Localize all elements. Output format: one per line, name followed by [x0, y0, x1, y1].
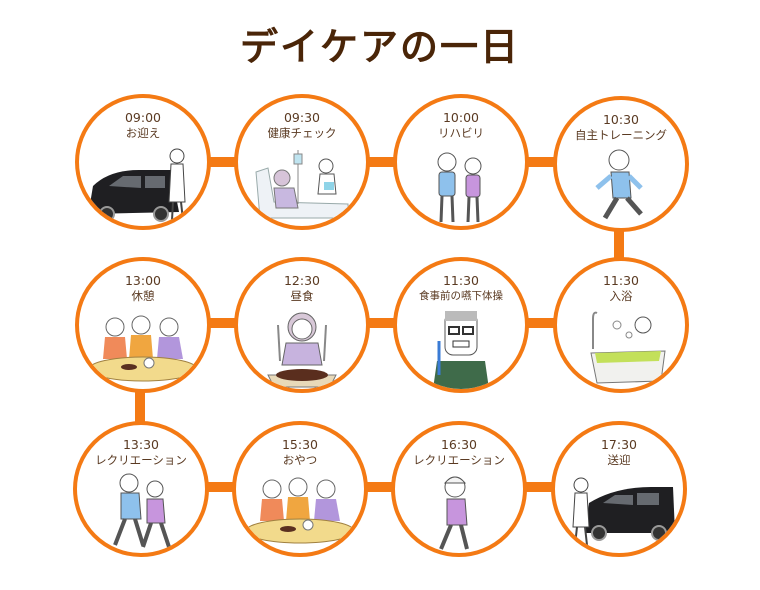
connector — [524, 482, 554, 492]
node-time: 12:30 — [283, 273, 321, 288]
walking-woman-icon — [439, 476, 469, 550]
node-time: 17:30 — [600, 437, 638, 452]
tea-time-icon — [88, 315, 198, 382]
node-time: 09:00 — [124, 110, 162, 125]
schedule-node-1230: 12:30 昼食 — [234, 257, 370, 393]
schedule-node-1330: 13:30 レクリエーション — [73, 421, 209, 557]
node-time: 09:30 — [283, 110, 321, 125]
running-man-icon — [595, 149, 643, 220]
schedule-node-1000: 10:00 リハビリ — [393, 94, 529, 230]
node-label: 食事前の嚥下体操 — [419, 290, 503, 302]
node-label: 送迎 — [607, 453, 631, 467]
toothbrush-man-icon — [433, 311, 489, 389]
schedule-node-1130-bath: 11:30 入浴 — [553, 257, 689, 393]
page-title: デイケアの一日 — [239, 25, 520, 69]
connector — [614, 228, 624, 260]
connector — [527, 318, 555, 328]
node-time: 16:30 — [440, 437, 478, 452]
bath-icon — [590, 311, 666, 384]
van-return-icon — [572, 477, 675, 546]
van-driver-icon — [89, 148, 186, 222]
elderly-couple-icon — [437, 152, 482, 223]
schedule-node-0900: 09:00 お迎え — [75, 94, 211, 230]
schedule-node-1300: 13:00 休憩 — [75, 257, 211, 393]
schedule-node-1030: 10:30 自主トレーニング — [553, 96, 689, 232]
node-time: 11:30 — [602, 273, 640, 288]
node-label: 健康チェック — [267, 126, 337, 140]
snack-icon — [245, 477, 355, 544]
node-label: おやつ — [282, 453, 318, 467]
node-time: 13:00 — [124, 273, 162, 288]
node-time: 11:30 — [442, 273, 480, 288]
node-label: 入浴 — [609, 289, 633, 303]
node-label: お迎え — [125, 126, 161, 140]
node-label: レクリエーション — [413, 453, 505, 467]
connector — [368, 318, 396, 328]
node-time: 15:30 — [281, 437, 319, 452]
nurse-patient-icon — [255, 150, 349, 219]
connector — [209, 157, 237, 167]
node-time: 13:30 — [122, 437, 160, 452]
connector — [135, 389, 145, 423]
lunch-icon — [267, 312, 337, 388]
node-time: 10:00 — [442, 110, 480, 125]
node-label: リハビリ — [438, 126, 484, 140]
schedule-node-1730: 17:30 送迎 — [551, 421, 687, 557]
node-label: 休憩 — [131, 289, 155, 303]
walking-couple-icon — [113, 473, 171, 548]
schedule-node-1130-swallow: 11:30 食事前の嚥下体操 — [393, 257, 529, 393]
connector — [368, 157, 396, 167]
node-label: 昼食 — [290, 289, 314, 303]
node-label: 自主トレーニング — [575, 128, 667, 142]
connector — [365, 482, 395, 492]
node-time: 10:30 — [602, 112, 640, 127]
connector — [209, 318, 237, 328]
schedule-node-1630: 16:30 レクリエーション — [391, 421, 527, 557]
connector — [527, 157, 555, 167]
schedule-node-0930: 09:30 健康チェック — [234, 94, 370, 230]
schedule-node-1530: 15:30 おやつ — [232, 421, 368, 557]
connector — [206, 482, 236, 492]
node-label: レクリエーション — [95, 453, 187, 467]
